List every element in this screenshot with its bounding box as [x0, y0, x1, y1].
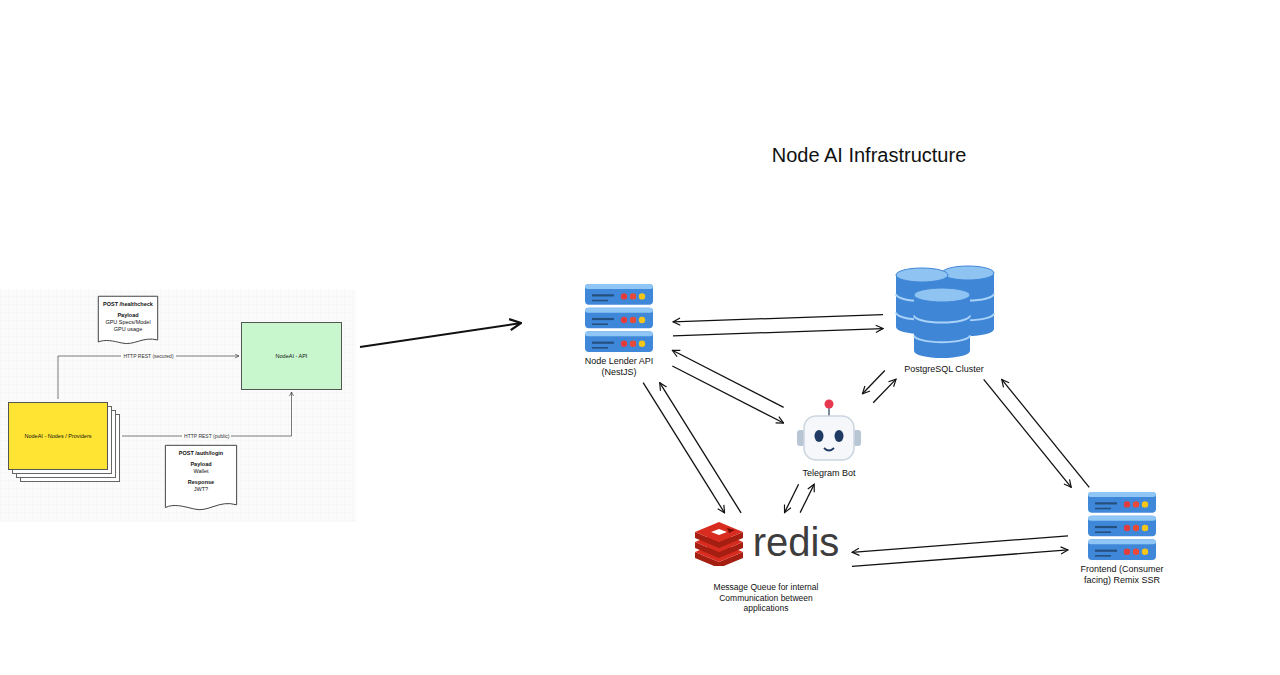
- server-slab: [1088, 516, 1156, 537]
- robot-icon: [794, 398, 864, 464]
- node-label: Payload: [102, 312, 154, 319]
- flow-arrow: [984, 379, 1072, 487]
- flow-arrow: [660, 383, 741, 513]
- server-slab: [585, 331, 653, 352]
- db-icon: [892, 264, 996, 360]
- flow-arrow: [873, 379, 896, 403]
- server-icon: [1087, 492, 1157, 560]
- sketch-grid: [0, 290, 356, 522]
- edge-label: HTTP REST (public): [182, 433, 231, 439]
- robot-mouth: [824, 448, 834, 451]
- flow-arrow: [672, 366, 783, 423]
- server-node: Frontend (Consumer facing) Remix SSR: [1074, 492, 1170, 586]
- node-label: NodeAI - API: [276, 353, 308, 360]
- sketch-panel: [0, 290, 356, 522]
- redis-logo: [695, 522, 743, 566]
- node-label: POST /healthcheck: [102, 301, 154, 308]
- node-label: Node Lender API (NestJS): [571, 356, 667, 378]
- flow-arrow: [1002, 379, 1090, 487]
- note-document: POST /auth/loginPayloadWalletResponseJWT…: [165, 445, 237, 513]
- api-box: NodeAI - API: [241, 322, 342, 390]
- flow-arrow: [862, 371, 884, 394]
- bot-node: Telegram Bot: [789, 398, 869, 479]
- flow-arrow: [852, 550, 1068, 566]
- robot-eye: [835, 430, 844, 442]
- flow-arrow: [672, 350, 783, 407]
- robot-head: [804, 416, 854, 460]
- flow-arrow: [785, 484, 799, 512]
- edge-label: HTTP REST (secured): [121, 353, 175, 359]
- server-slab: [1088, 492, 1156, 513]
- flow-arrow: [852, 536, 1068, 552]
- flow-arrow: [673, 329, 883, 336]
- node-label: POST /auth/login: [169, 450, 233, 457]
- robot-antenna-ball: [825, 400, 834, 409]
- logo-row: redis: [693, 518, 840, 566]
- node-label: Payload: [169, 461, 233, 468]
- robot-eye: [815, 430, 824, 442]
- flow-arrow: [643, 383, 724, 513]
- server-slab: [585, 308, 653, 329]
- server-icon: [584, 284, 654, 352]
- overview-arrow: [360, 323, 521, 347]
- note-document: POST /healthcheckPayloadGPU Specs/Model …: [98, 296, 158, 346]
- node-label: JWT?: [169, 486, 233, 493]
- logo-word: redis: [753, 522, 840, 562]
- flow-arrow: [800, 484, 814, 512]
- diagram-title: Node AI Infrastructure: [669, 144, 1069, 167]
- flow-arrow: [673, 315, 883, 322]
- server-slab: [585, 284, 653, 305]
- server-node: Node Lender API (NestJS): [571, 284, 667, 378]
- http-connector: [122, 392, 292, 436]
- database-node: PostgreSQL Cluster: [889, 264, 999, 375]
- node-label: Response: [169, 479, 233, 486]
- server-slab: [1088, 539, 1156, 560]
- redis-icon: [693, 518, 745, 566]
- node-label: Telegram Bot: [802, 468, 855, 479]
- node-label: GPU Specs/Model GPU usage: [102, 319, 154, 333]
- node-label: Wallet: [169, 468, 233, 475]
- http-connector: [58, 356, 239, 399]
- queue-node: redisMessage Queue for internal Communic…: [686, 518, 846, 614]
- node-label: NodeAI - Nodes / Providers: [25, 433, 92, 440]
- node-label: Frontend (Consumer facing) Remix SSR: [1074, 564, 1170, 586]
- node-label: PostgreSQL Cluster: [904, 364, 984, 375]
- node-label: Message Queue for internal Communication…: [701, 582, 831, 614]
- database-cylinder: [914, 288, 970, 358]
- provider-stack: NodeAI - Nodes / Providers: [8, 402, 108, 470]
